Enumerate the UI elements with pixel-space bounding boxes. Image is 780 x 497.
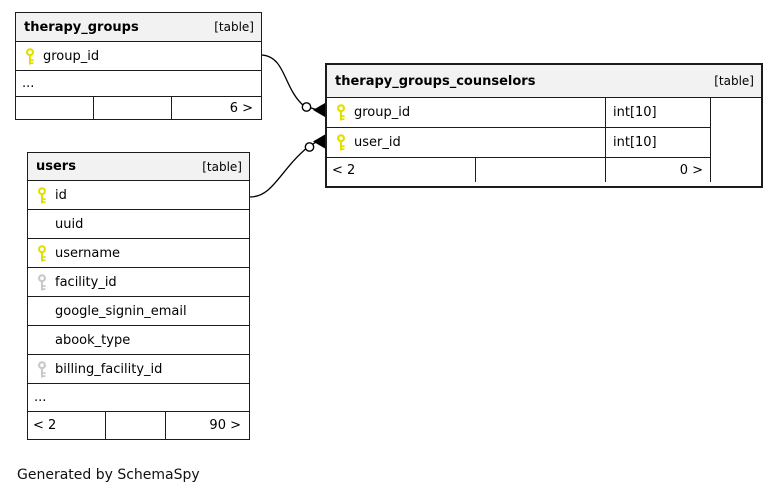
footer-children: 0 > bbox=[605, 158, 710, 182]
table-name: users bbox=[36, 159, 76, 174]
ellipsis-row: ... bbox=[28, 384, 249, 412]
column-type: int[10] bbox=[605, 98, 710, 127]
odot-marker bbox=[301, 102, 312, 112]
footer-spacer bbox=[105, 412, 165, 439]
table-badge: [table] bbox=[202, 159, 242, 174]
key-icon bbox=[336, 134, 346, 151]
footer-children: 90 > bbox=[165, 412, 249, 439]
table-body: group_id int[10] user_id int[10] < 2 bbox=[327, 98, 761, 182]
footer-children: 6 > bbox=[171, 97, 261, 119]
column-row: group_id int[10] bbox=[327, 98, 710, 128]
column-row: uuid bbox=[28, 210, 249, 239]
column-name: uuid bbox=[55, 216, 84, 232]
arrowhead-icon bbox=[313, 134, 325, 149]
column-name-cell: group_id bbox=[327, 98, 605, 127]
column-name: user_id bbox=[354, 135, 401, 150]
generated-by-note: Generated by SchemaSpy bbox=[17, 467, 200, 483]
table-grid: group_id int[10] user_id int[10] < 2 bbox=[327, 98, 711, 182]
table-header[interactable]: therapy_groups_counselors [table] bbox=[327, 65, 761, 98]
column-row: username bbox=[28, 239, 249, 268]
table-footer: < 2 0 > bbox=[327, 158, 710, 182]
table-name: therapy_groups_counselors bbox=[335, 73, 536, 89]
column-row: abook_type bbox=[28, 326, 249, 355]
column-row: facility_id bbox=[28, 268, 249, 297]
odot-marker bbox=[304, 142, 315, 152]
column-name: billing_facility_id bbox=[55, 361, 163, 377]
column-row: group_id bbox=[16, 42, 261, 71]
table-header[interactable]: therapy_groups [table] bbox=[16, 13, 261, 42]
table-header[interactable]: users [table] bbox=[28, 153, 249, 181]
footer-spacer bbox=[475, 158, 605, 182]
footer-parents: < 2 bbox=[33, 418, 57, 433]
key-icon bbox=[336, 104, 346, 121]
footer-spacer bbox=[93, 97, 171, 119]
key-icon bbox=[37, 186, 47, 204]
footer-parents: < 2 bbox=[332, 162, 356, 178]
table-node-therapy-groups: therapy_groups [table] group_id ... 6 > bbox=[15, 12, 262, 120]
table-footer: < 2 90 > bbox=[28, 412, 249, 439]
table-badge: [table] bbox=[714, 74, 754, 88]
column-name-cell: user_id bbox=[327, 128, 605, 157]
ellipsis-row: ... bbox=[16, 71, 261, 97]
key-icon bbox=[37, 360, 47, 378]
column-name: facility_id bbox=[55, 274, 117, 290]
relationship-user-id bbox=[249, 134, 325, 198]
table-name: therapy_groups bbox=[24, 19, 139, 35]
table-badge: [table] bbox=[214, 20, 254, 34]
table-footer: 6 > bbox=[16, 97, 261, 119]
column-name: id bbox=[55, 187, 67, 203]
column-name: group_id bbox=[43, 48, 100, 64]
column-name: google_signin_email bbox=[55, 303, 187, 319]
column-row: google_signin_email bbox=[28, 297, 249, 326]
column-name: abook_type bbox=[55, 332, 131, 348]
footer-parents bbox=[16, 97, 93, 119]
column-name: username bbox=[55, 245, 120, 261]
table-node-users: users [table] id uuid username facilit bbox=[27, 152, 250, 440]
column-row: id bbox=[28, 181, 249, 210]
table-right-spacer bbox=[711, 98, 761, 182]
fk-curve bbox=[261, 54, 319, 111]
arrowhead-icon bbox=[313, 103, 325, 117]
key-icon bbox=[37, 273, 47, 291]
table-node-therapy-groups-counselors: therapy_groups_counselors [table] group_… bbox=[325, 63, 763, 188]
column-name: group_id bbox=[354, 105, 411, 120]
column-row: billing_facility_id bbox=[28, 355, 249, 384]
column-type: int[10] bbox=[605, 128, 710, 157]
key-icon bbox=[37, 244, 47, 262]
key-icon bbox=[25, 47, 35, 65]
column-row: user_id int[10] bbox=[327, 128, 710, 158]
relationship-group-id bbox=[261, 54, 325, 117]
